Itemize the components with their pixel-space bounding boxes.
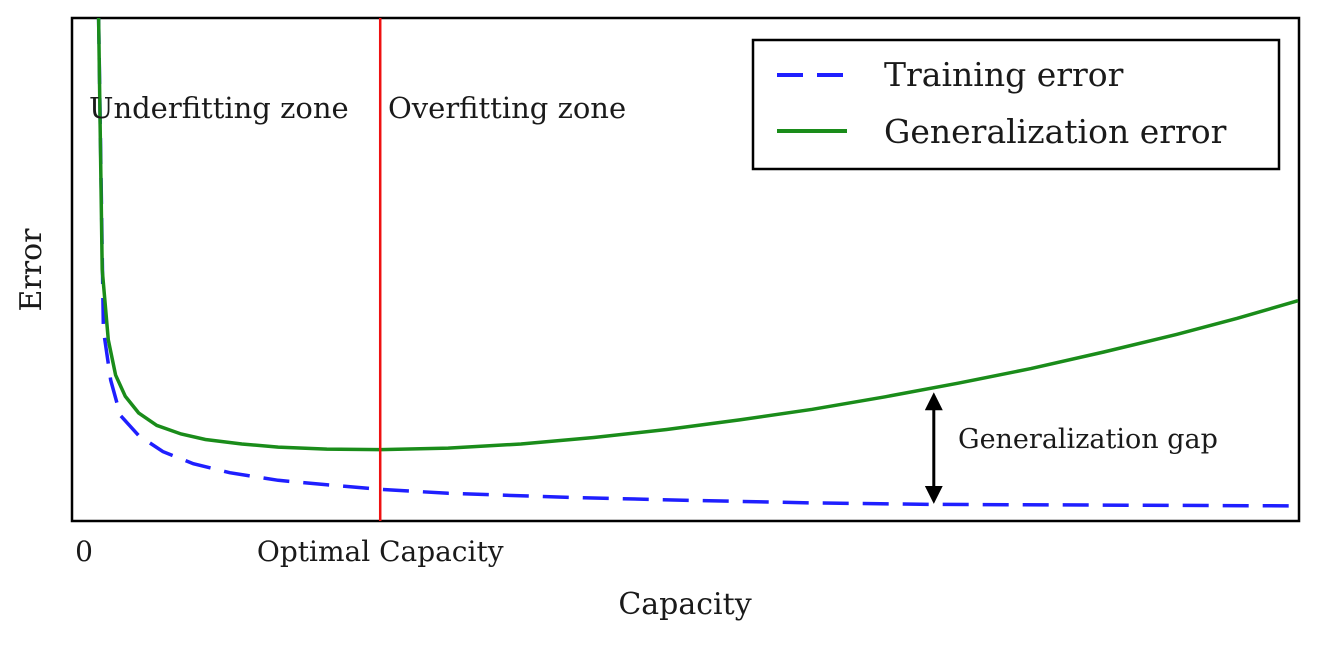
x-tick-label-optimal-capacity: Optimal Capacity [257,535,504,568]
x-axis-label: Capacity [618,587,751,622]
generalization-gap-label: Generalization gap [958,424,1218,455]
legend-label-training-error: Training error [884,55,1124,94]
plot-area [70,16,1301,523]
generalization-error-line [96,17,1299,452]
underfitting-zone-label: Underfitting zone [89,91,349,125]
legend-label-generalization-error: Generalization error [884,112,1227,151]
overfitting-zone-label: Overfitting zone [388,91,626,125]
x-tick-label-0: 0 [75,535,93,568]
y-axis-label: Error [14,228,49,312]
legend-box [751,38,1281,171]
training-error-line [96,17,1299,508]
legend: Training error Generalization error [751,38,1281,171]
